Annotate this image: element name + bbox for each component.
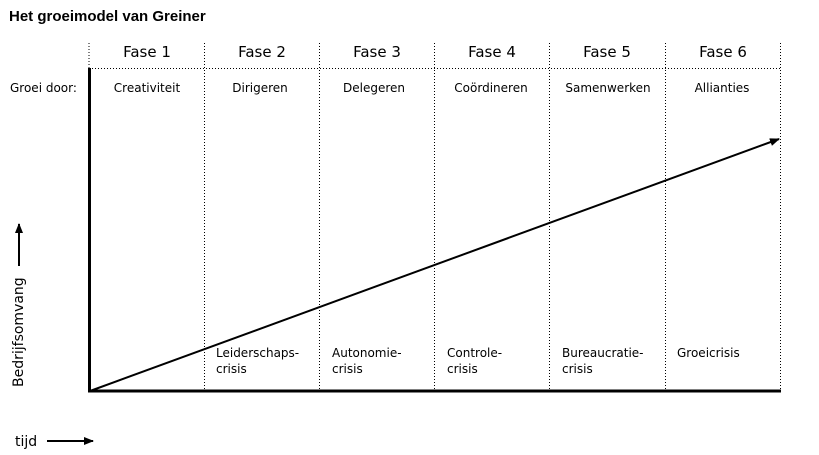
crisis-labels: Leiderschaps- crisis Autonomie- crisis C…	[216, 346, 740, 376]
phase-header: Fase 6	[699, 43, 747, 61]
crisis-label-line1: Bureaucratie-	[562, 346, 644, 360]
phase-header: Fase 2	[238, 43, 286, 61]
crisis-label-line2: crisis	[332, 362, 363, 376]
crisis-label-line1: Controle-	[447, 346, 502, 360]
crisis-label-line1: Groeicrisis	[677, 346, 740, 360]
phase-header: Fase 5	[583, 43, 631, 61]
crisis-label-line1: Autonomie-	[332, 346, 402, 360]
crisis-label-line2: crisis	[562, 362, 593, 376]
grid-lines	[88, 43, 781, 390]
x-axis-label: tijd	[15, 434, 37, 450]
growth-label: Coördineren	[454, 81, 527, 95]
diagram-title: Het groeimodel van Greiner	[9, 8, 206, 25]
phase-headers: Fase 1 Fase 2 Fase 3 Fase 4 Fase 5 Fase …	[123, 43, 747, 61]
growth-label: Delegeren	[343, 81, 405, 95]
crisis-label-line1: Leiderschaps-	[216, 346, 299, 360]
growth-label: Allianties	[695, 81, 750, 95]
growth-label: Samenwerken	[565, 81, 650, 95]
growth-label: Dirigeren	[232, 81, 288, 95]
phase-header: Fase 3	[353, 43, 401, 61]
growth-labels: Creativiteit Dirigeren Delegeren Coördin…	[114, 81, 750, 95]
phase-header: Fase 4	[468, 43, 516, 61]
crisis-label-line2: crisis	[216, 362, 247, 376]
growth-label: Creativiteit	[114, 81, 181, 95]
phase-header: Fase 1	[123, 43, 171, 61]
crisis-label-line2: crisis	[447, 362, 478, 376]
y-axis-label: Bedrijfsomvang	[11, 277, 27, 387]
row-label: Groei door:	[10, 81, 77, 95]
growth-arrow	[89, 138, 780, 392]
